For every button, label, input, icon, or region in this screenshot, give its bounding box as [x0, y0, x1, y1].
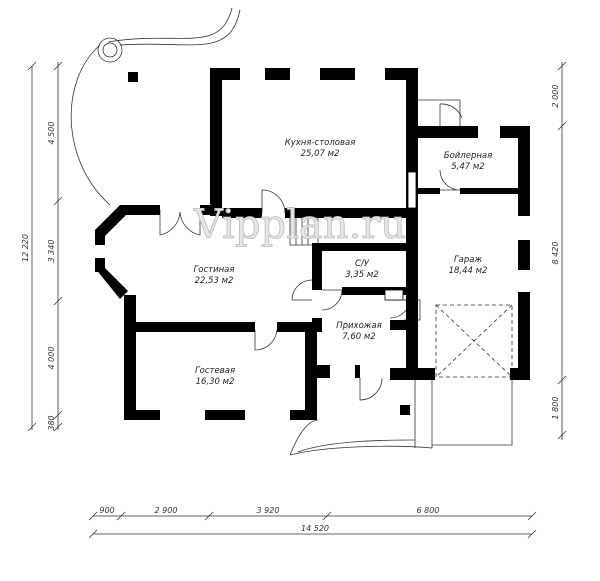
- column: [128, 72, 138, 82]
- dim-bottom-2: 2 900: [155, 506, 178, 515]
- dim-right-2: 8 420: [551, 242, 560, 265]
- door-boiler: [439, 169, 461, 191]
- terraces: [70, 7, 513, 456]
- room-garage-name: Гараж: [454, 255, 483, 265]
- room-living-name: Гостиная: [194, 265, 235, 275]
- dim-bottom-total: 14 520: [301, 524, 329, 533]
- stairs: [289, 218, 319, 246]
- room-hall-name: Прихожая: [336, 321, 382, 331]
- room-labels: Кухня-столовая 25,07 м2 Бойлерная 5,47 м…: [194, 138, 493, 387]
- room-guest-area: 16,30 м2: [196, 377, 235, 387]
- door-entrance: [359, 377, 383, 401]
- door-guest: [254, 329, 278, 351]
- dim-left-3: 4 000: [47, 347, 56, 370]
- room-kitchen-area: 25,07 м2: [301, 149, 340, 159]
- door-french: [159, 210, 201, 236]
- fixtures: [384, 171, 417, 301]
- walls: [95, 68, 530, 420]
- dim-left-2: 3 340: [47, 240, 56, 263]
- dimension-lines: [27, 61, 567, 539]
- dimension-labels: 12 220 4 500 3 340 4 000 380 2 000 8 420…: [21, 85, 560, 533]
- boiler-porch: [418, 99, 461, 126]
- room-guest-name: Гостевая: [195, 366, 235, 376]
- dim-bottom-3: 3 920: [257, 506, 280, 515]
- terrace-arc-outer: [70, 44, 111, 206]
- room-wc-name: С/У: [355, 259, 370, 269]
- terrace-arc-top: [119, 9, 241, 46]
- dim-left-total: 12 220: [21, 234, 30, 262]
- door-wc: [321, 289, 343, 311]
- dim-left-1: 4 500: [47, 122, 56, 145]
- porch-arc: [289, 419, 319, 456]
- terrace-arc-top-inner: [107, 7, 233, 43]
- room-hall-area: 7,60 м2: [342, 332, 375, 342]
- room-living-area: 22,53 м2: [195, 276, 234, 286]
- room-garage-area: 18,44 м2: [449, 266, 488, 276]
- dim-bottom-4: 6 800: [417, 506, 440, 515]
- dim-right-3: 1 800: [551, 397, 560, 420]
- dim-right-1: 2 000: [551, 85, 560, 108]
- room-wc-area: 3,35 м2: [345, 270, 378, 280]
- terrace-column: [97, 37, 123, 63]
- room-kitchen-name: Кухня-столовая: [285, 138, 356, 148]
- door-boiler-outer: [439, 103, 463, 126]
- dim-left-4: 380: [47, 415, 56, 430]
- column: [400, 405, 410, 415]
- room-boiler-area: 5,47 м2: [451, 162, 484, 172]
- dim-bottom-1: 900: [99, 506, 114, 515]
- watermark: Vipplan.ru: [193, 202, 406, 248]
- door-hall: [291, 279, 313, 301]
- room-boiler-name: Бойлерная: [444, 151, 493, 161]
- car-place: [435, 304, 513, 378]
- door-kitchen: [261, 189, 286, 214]
